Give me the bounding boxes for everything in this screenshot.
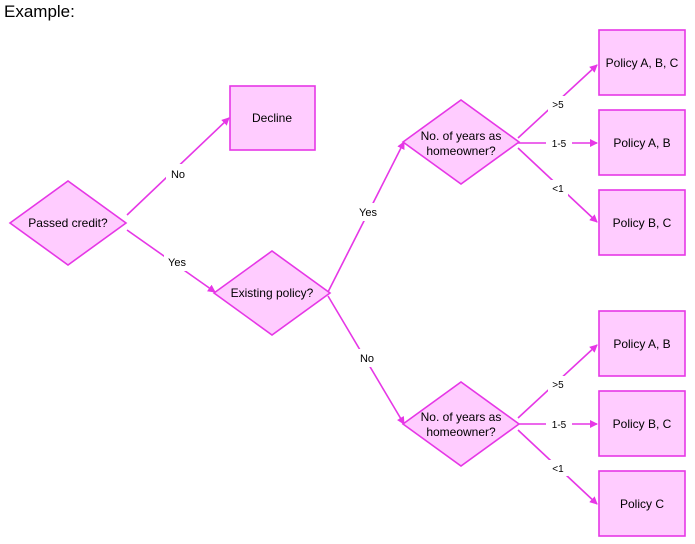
edge-label-bottom-gt5: >5 [552, 380, 564, 391]
edge-label-bottom-1to5: 1-5 [552, 420, 567, 431]
edge-label-top-gt5: >5 [552, 100, 564, 111]
edge-label-bottom-lt1: <1 [552, 464, 564, 475]
label-top-gt5: Policy A, B, C [606, 56, 679, 70]
node-top-1to5 [598, 109, 686, 176]
label-bottom-gt5: Policy A, B [613, 337, 670, 351]
node-top-gt5 [598, 29, 686, 96]
label-decline: Decline [252, 111, 292, 125]
label-passed-credit: Passed credit? [28, 216, 108, 230]
label-top-1to5: Policy A, B [613, 136, 670, 150]
node-years-bottom [401, 381, 521, 467]
edge-label-top-1to5: 1-5 [552, 139, 567, 150]
label-years-top-line1: No. of years as [421, 129, 502, 143]
node-bottom-lt1 [598, 470, 686, 537]
label-top-lt1: Policy B, C [613, 216, 672, 230]
node-years-top [401, 99, 521, 185]
label-bottom-lt1: Policy C [620, 497, 664, 511]
node-top-lt1 [598, 189, 686, 256]
edge-label-policy-yes: Yes [359, 207, 377, 219]
node-passed-credit [8, 180, 128, 266]
node-existing-policy [212, 250, 332, 336]
edge-label-credit-yes: Yes [168, 257, 186, 269]
node-decline [229, 85, 316, 151]
node-bottom-1to5 [598, 390, 686, 457]
node-bottom-gt5 [598, 310, 686, 377]
page-title: Example: [4, 2, 75, 21]
label-existing-policy: Existing policy? [231, 286, 314, 300]
edge-label-top-lt1: <1 [552, 184, 564, 195]
label-years-bottom-line1: No. of years as [421, 410, 502, 424]
label-years-bottom-line2: homeowner? [426, 425, 496, 439]
label-bottom-1to5: Policy B, C [613, 417, 672, 431]
connectors [126, 64, 598, 505]
edge-label-credit-no: No [171, 169, 185, 181]
label-years-top-line2: homeowner? [426, 144, 496, 158]
edge-label-policy-no: No [360, 353, 374, 365]
